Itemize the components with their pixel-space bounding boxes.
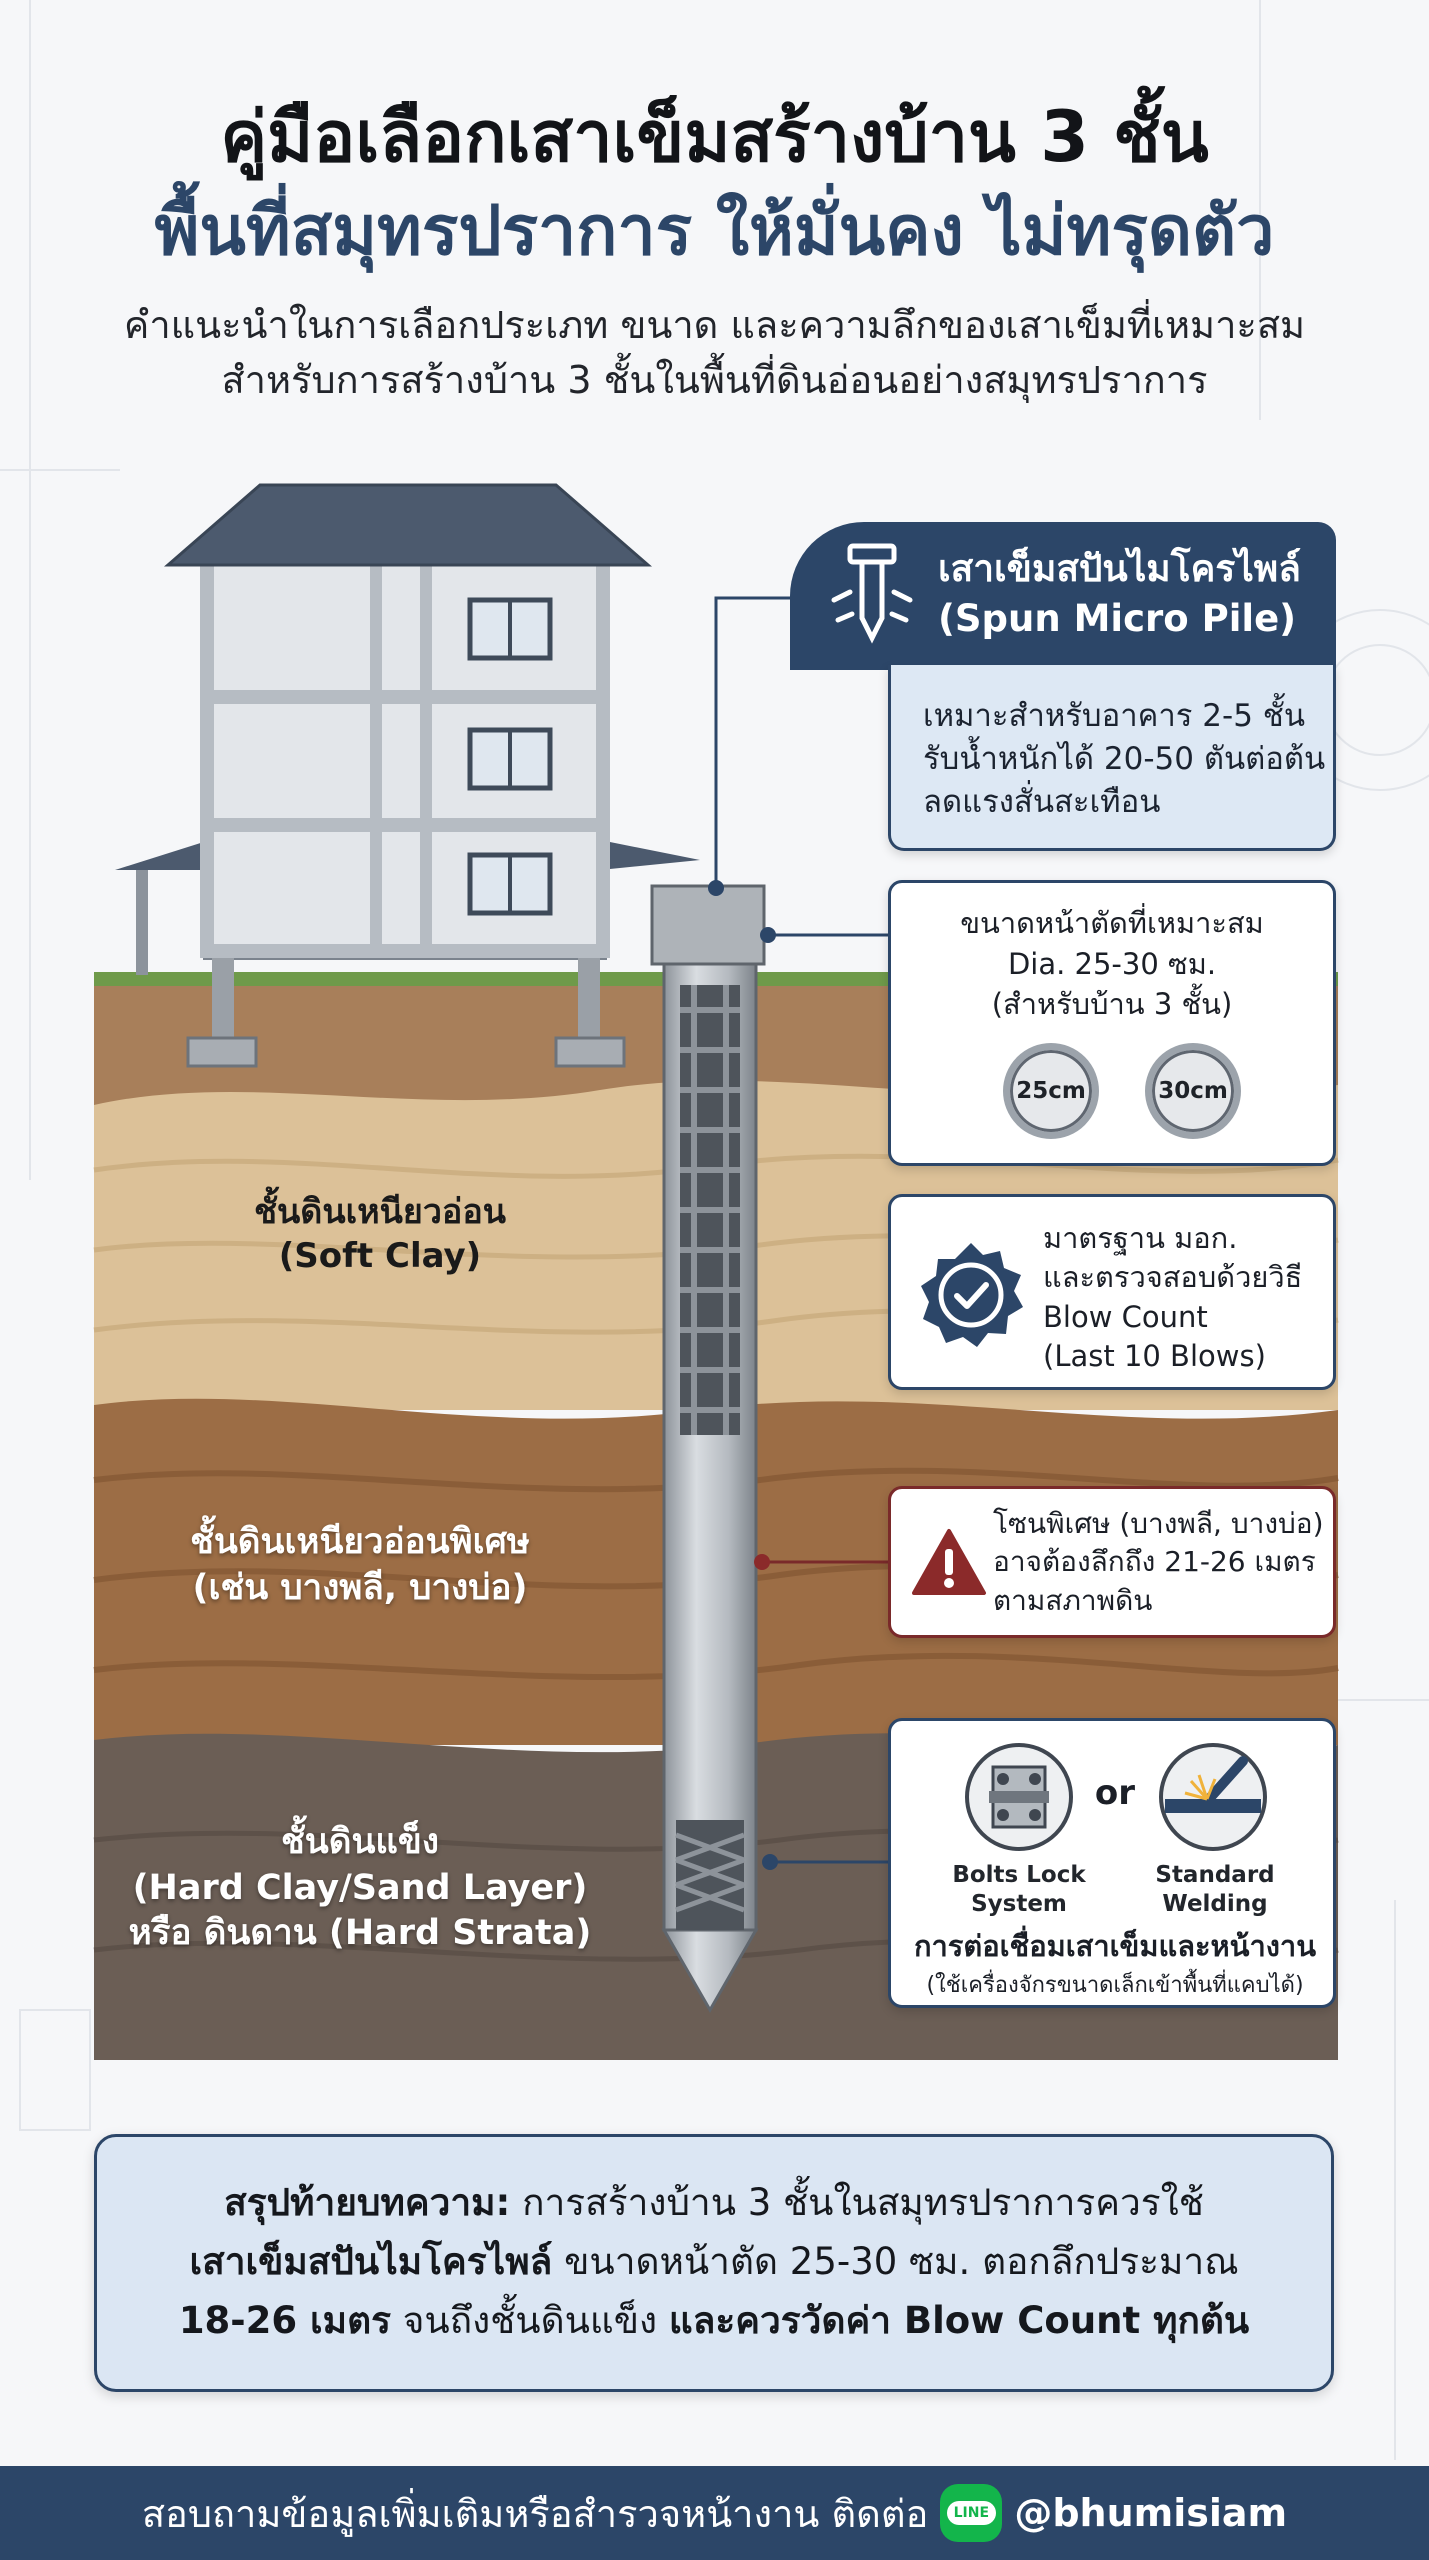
very-soft-clay-label-th: ชั้นดินเหนียวอ่อนพิเศษ <box>190 1522 530 1562</box>
pile-type-title: เสาเข็มสปันไมโครไพล์ (Spun Micro Pile) <box>938 544 1301 644</box>
welding-caption-line: Welding <box>1162 1890 1268 1917</box>
callout-dot <box>760 927 776 943</box>
welding-caption: Standard Welding <box>1135 1861 1295 1919</box>
size-circle-30cm: 30cm <box>1145 1043 1241 1139</box>
spun-micro-pile <box>650 884 766 2014</box>
footer-contact-bar: สอบถามข้อมูลเพิ่มเติมหรือสำรวจหน้างาน ติ… <box>0 2466 1429 2560</box>
joint-method-title: การต่อเชื่อมเสาเข็มและหน้างาน <box>913 1929 1317 1963</box>
callout-dot <box>754 1554 770 1570</box>
warning-depth-text: อาจต้องลึกถึง 21-26 เมตร <box>993 1545 1316 1579</box>
soft-clay-label-en: (Soft Clay) <box>278 1236 482 1277</box>
summary-text: การสร้างบ้าน 3 ชั้นในสมุทรปราการควรใช้ <box>510 2181 1204 2224</box>
blow-count-note: (Last 10 Blows) <box>1043 1339 1266 1374</box>
size-card-diameter: Dia. 25-30 ซม. <box>1007 946 1217 981</box>
hard-layer-label: ชั้นดินแข็ง (Hard Clay/Sand Layer) หรือ … <box>80 1820 640 1957</box>
bolt-lock-caption-line: Bolts Lock <box>952 1862 1086 1888</box>
callout-dot <box>762 1854 778 1870</box>
summary-depth: 18-26 เมตร <box>178 2299 391 2343</box>
summary-text: ขนาดหน้าตัด 25-30 ซม. ตอกลึกประมาณ <box>552 2240 1239 2284</box>
callout-lines <box>714 596 888 1864</box>
page-title-secondary: พื้นที่สมุทรปราการ ให้มั่นคง ไม่ทรุดตัว <box>154 192 1275 271</box>
check-badge-icon <box>921 1243 1023 1347</box>
summary-line: 18-26 เมตร จนถึงชั้นดินแข็ง และควรวัดค่า… <box>97 2291 1331 2350</box>
three-story-house <box>115 483 700 1068</box>
pile-icon <box>831 543 913 644</box>
footer-text: สอบถามข้อมูลเพิ่มเติมหรือสำรวจหน้างาน ติ… <box>141 2491 929 2536</box>
standard-text: และตรวจสอบด้วยวิธี <box>1043 1260 1303 1295</box>
size-card-note: (สำหรับบ้าน 3 ชั้น) <box>991 987 1233 1022</box>
hard-layer-label-en: (Hard Clay/Sand Layer) <box>132 1867 588 1908</box>
or-separator: or <box>1094 1773 1136 1813</box>
subtitle-line: สำหรับการสร้างบ้าน 3 ชั้นในพื้นที่ดินอ่อ… <box>221 358 1208 403</box>
summary-box: สรุปท้ายบทความ: การสร้างบ้าน 3 ชั้นในสมุ… <box>94 2134 1334 2392</box>
standard-text: มาตรฐาน มอก. <box>1043 1221 1238 1255</box>
pile-size-card: ขนาดหน้าตัดที่เหมาะสม Dia. 25-30 ซม. (สำ… <box>888 880 1336 1166</box>
standard-card: มาตรฐาน มอก. และตรวจสอบด้วยวิธี Blow Cou… <box>888 1194 1336 1390</box>
very-soft-clay-label: ชั้นดินเหนียวอ่อนพิเศษ (เช่น บางพลี, บาง… <box>80 1520 640 1611</box>
page-subtitle: คำแนะนำในการเลือกประเภท ขนาด และความลึกข… <box>0 298 1429 408</box>
pile-type-card-header: เสาเข็มสปันไมโครไพล์ (Spun Micro Pile) <box>790 522 1336 670</box>
warning-condition-text: ตามสภาพดิน <box>993 1583 1153 1617</box>
pile-type-card-body: เหมาะสำหรับอาคาร 2-5 ชั้น รับน้ำหนักได้ … <box>888 665 1336 851</box>
line-handle-link[interactable]: @bhumisiam <box>1014 2491 1288 2535</box>
summary-label: สรุปท้ายบทความ: <box>224 2181 511 2224</box>
summary-blow-count: และควรวัดค่า Blow Count ทุกต้น <box>668 2299 1250 2343</box>
summary-text: จนถึงชั้นดินแข็ง <box>390 2299 669 2343</box>
line-badge-text: LINE <box>946 2501 997 2525</box>
summary-pile-type: เสาเข็มสปันไมโครไพล์ <box>189 2240 553 2284</box>
summary-line: เสาเข็มสปันไมโครไพล์ ขนาดหน้าตัด 25-30 ซ… <box>97 2232 1331 2291</box>
header: คู่มือเลือกเสาเข็มสร้างบ้าน 3 ชั้น พื้นท… <box>0 95 1429 408</box>
blow-count-text: Blow Count <box>1043 1299 1208 1334</box>
hard-layer-label-th: ชั้นดินแข็ง <box>281 1822 439 1862</box>
line-app-icon[interactable]: LINE <box>940 2484 1003 2542</box>
size-card-heading: ขนาดหน้าตัดที่เหมาะสม <box>960 906 1264 940</box>
joint-method-card: or Bolts Lock System Standard Welding กา… <box>888 1718 1336 2008</box>
bolt-lock-caption: Bolts Lock System <box>939 1861 1099 1919</box>
subtitle-line: คำแนะนำในการเลือกประเภท ขนาด และความลึกข… <box>123 303 1306 347</box>
callout-dot <box>708 880 724 896</box>
warning-card: โซนพิเศษ (บางพลี, บางบ่อ) อาจต้องลึกถึง … <box>888 1486 1336 1638</box>
pile-capacity-text: รับน้ำหนักได้ 20-50 ตันต่อต้น <box>923 740 1326 777</box>
joint-method-note: (ใช้เครื่องจักรขนาดเล็กเข้าพื้นที่แคบได้… <box>926 1973 1304 1998</box>
warning-zone-text: โซนพิเศษ (บางพลี, บางบ่อ) <box>993 1507 1324 1540</box>
bolt-lock-icon <box>965 1743 1073 1851</box>
very-soft-clay-label-en: (เช่น บางพลี, บางบ่อ) <box>192 1567 528 1608</box>
pile-type-title-th: เสาเข็มสปันไมโครไพล์ <box>938 547 1301 590</box>
welding-caption-line: Standard <box>1155 1862 1275 1888</box>
page-title: คู่มือเลือกเสาเข็มสร้างบ้าน 3 ชั้น <box>220 96 1209 178</box>
soft-clay-label: ชั้นดินเหนียวอ่อน (Soft Clay) <box>100 1190 660 1278</box>
welding-icon <box>1159 1743 1267 1851</box>
warning-icon <box>912 1529 986 1595</box>
soft-clay-label-th: ชั้นดินเหนียวอ่อน <box>253 1192 506 1232</box>
summary-line: สรุปท้ายบทความ: การสร้างบ้าน 3 ชั้นในสมุ… <box>97 2173 1331 2232</box>
pile-type-title-en: (Spun Micro Pile) <box>938 596 1297 640</box>
size-circle-25cm: 25cm <box>1003 1043 1099 1139</box>
hard-strata-label: หรือ ดินดาน (Hard Strata) <box>128 1913 592 1953</box>
pile-vibration-text: ลดแรงสั่นสะเทือน <box>923 783 1161 820</box>
bolt-lock-caption-line: System <box>971 1890 1067 1917</box>
pile-suitability-text: เหมาะสำหรับอาคาร 2-5 ชั้น <box>923 698 1306 734</box>
